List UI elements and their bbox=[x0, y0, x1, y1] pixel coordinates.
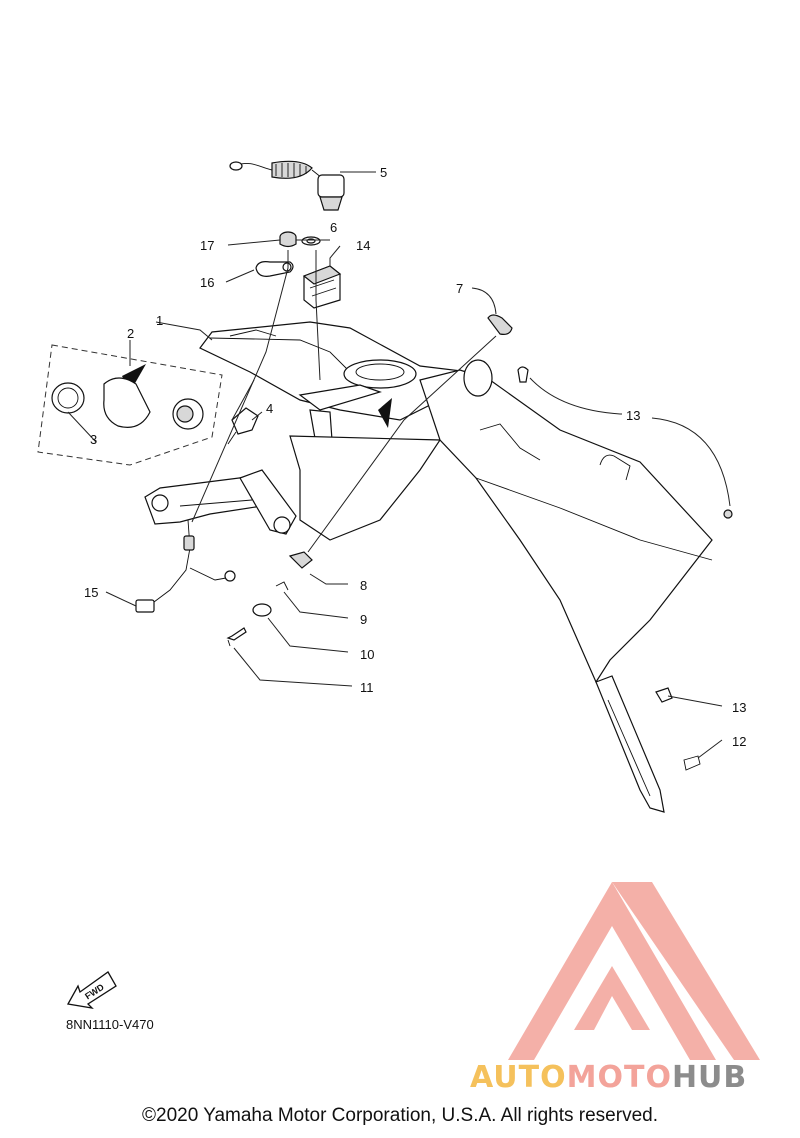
callout-12: 12 bbox=[732, 734, 746, 749]
small-fasteners bbox=[255, 231, 321, 277]
callout-9: 9 bbox=[360, 612, 367, 627]
callout-4: 4 bbox=[266, 401, 273, 416]
callout-7: 7 bbox=[456, 281, 463, 296]
lanyard-switch-part bbox=[229, 160, 345, 211]
callout-8: 8 bbox=[360, 578, 367, 593]
wiring-harness-part bbox=[135, 519, 236, 613]
callout-13-bottom: 13 bbox=[732, 700, 746, 715]
watermark-brand: AUTOMOTOHUB bbox=[470, 1060, 747, 1095]
callout-15: 15 bbox=[84, 585, 98, 600]
leader-lines bbox=[67, 171, 731, 759]
small-hardware bbox=[226, 551, 313, 647]
callout-16: 16 bbox=[200, 275, 214, 290]
callout-11: 11 bbox=[360, 680, 374, 695]
callout-17: 17 bbox=[200, 238, 214, 253]
brand-auto: AUTO bbox=[470, 1060, 567, 1095]
right-fasteners bbox=[517, 366, 733, 771]
rocker-switch-part bbox=[302, 265, 342, 309]
part-2-group bbox=[37, 344, 223, 466]
cap-part bbox=[487, 314, 513, 335]
callout-13-top: 13 bbox=[626, 408, 640, 423]
connector-part-4 bbox=[227, 407, 259, 445]
brand-hub: HUB bbox=[671, 1060, 748, 1095]
callout-3: 3 bbox=[90, 432, 97, 447]
main-console-body bbox=[122, 321, 713, 813]
watermark-logo-icon bbox=[508, 882, 760, 1060]
callout-6: 6 bbox=[330, 220, 337, 235]
callout-10: 10 bbox=[360, 647, 374, 662]
callouts: 5 6 14 17 16 7 1 2 4 13 3 8 15 9 10 11 1… bbox=[84, 165, 746, 749]
copyright-notice: ©2020 Yamaha Motor Corporation, U.S.A. A… bbox=[142, 1105, 658, 1126]
diagram-code: 8NN1110-V470 bbox=[66, 1017, 154, 1032]
callout-5: 5 bbox=[380, 165, 387, 180]
callout-1: 1 bbox=[156, 313, 163, 328]
brand-moto: MOTO bbox=[566, 1060, 672, 1095]
fwd-arrow-icon: FWD bbox=[66, 971, 117, 1009]
callout-14: 14 bbox=[356, 238, 370, 253]
callout-2: 2 bbox=[127, 326, 134, 341]
